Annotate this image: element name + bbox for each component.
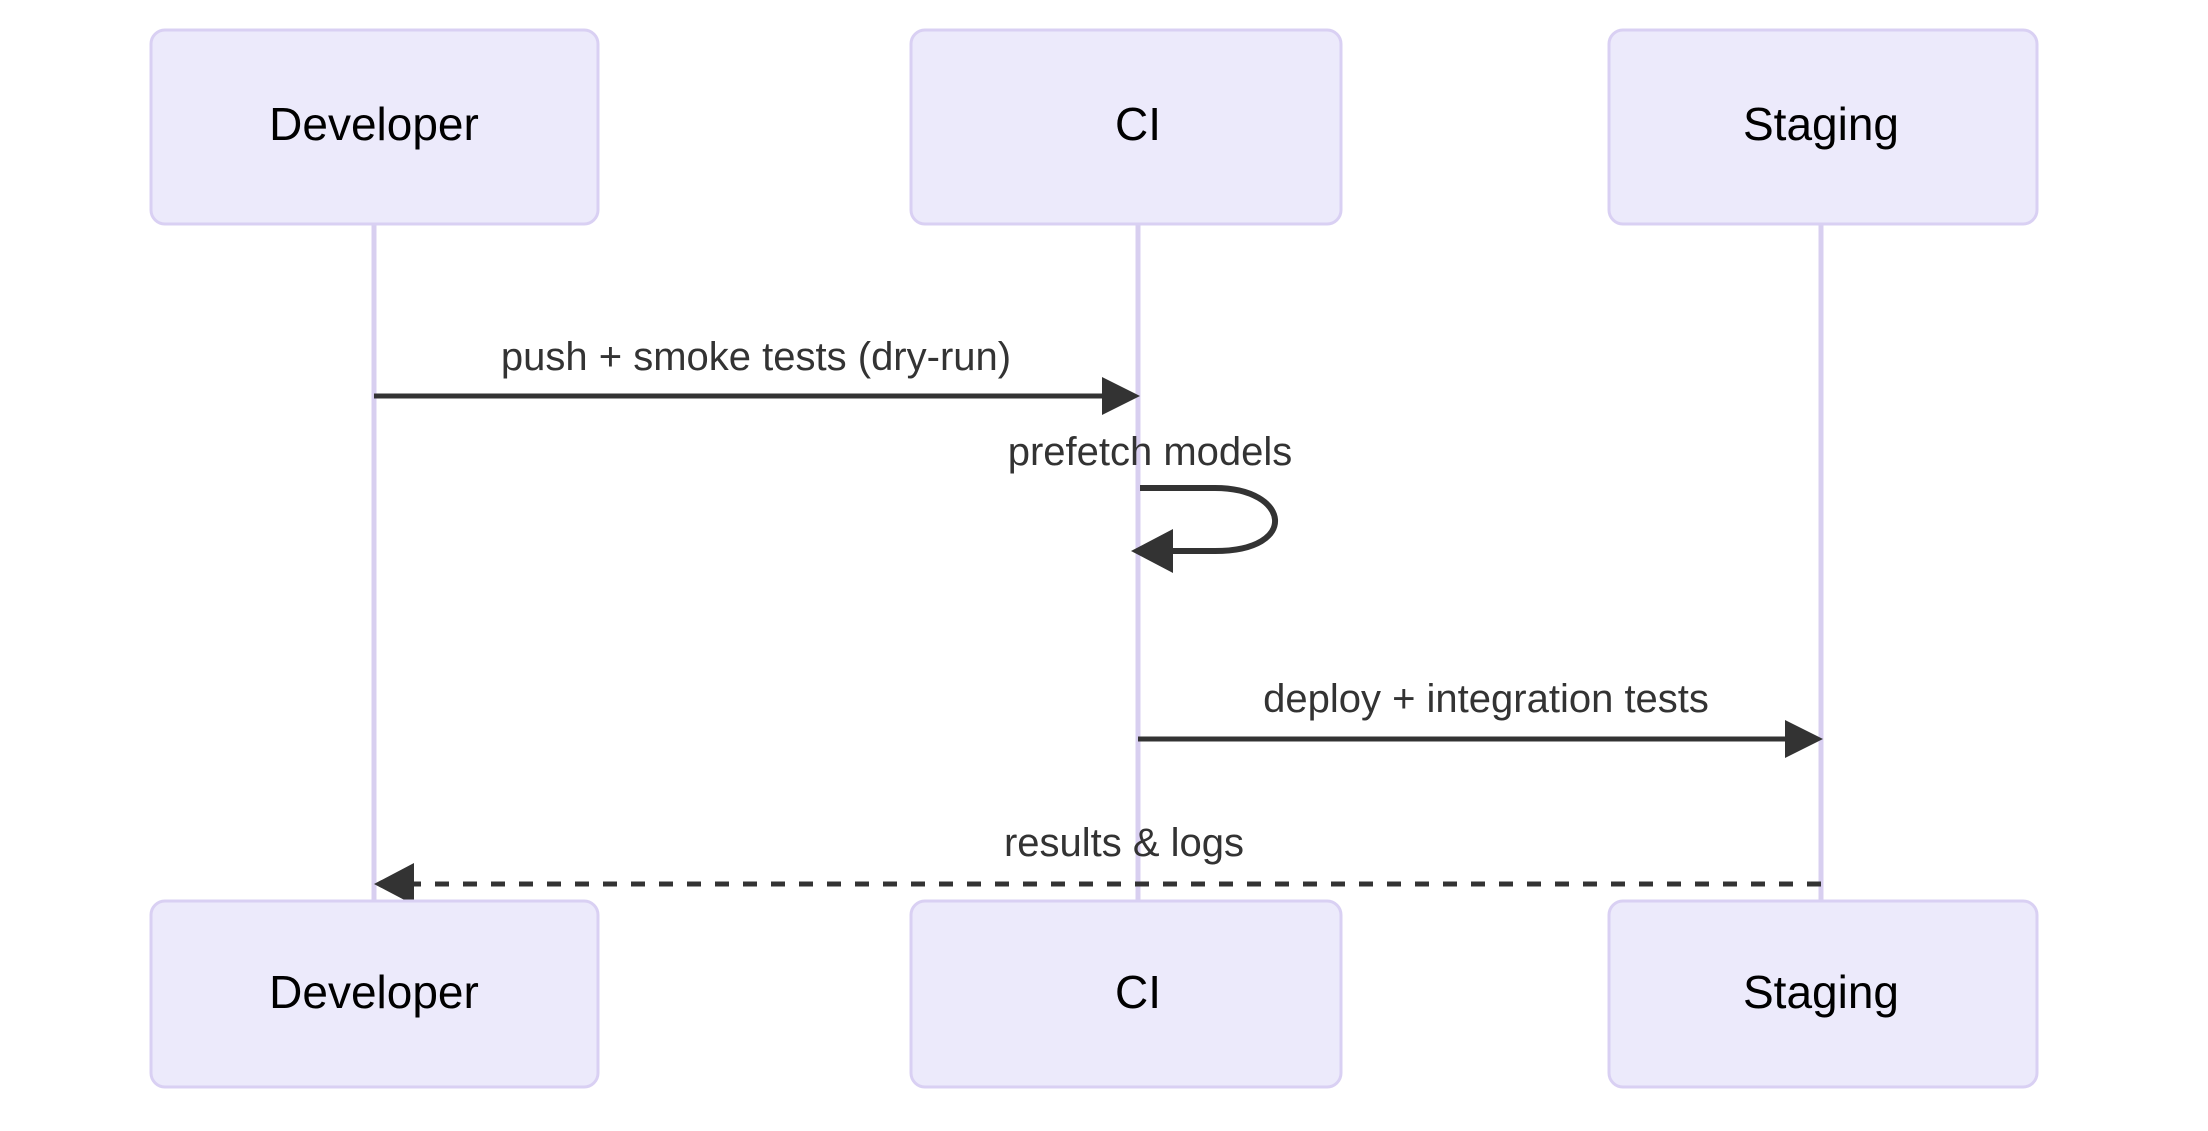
self-loop-path-prefetch-models xyxy=(1140,485,1278,554)
participant-box-rect xyxy=(149,28,600,226)
participant-box-rect xyxy=(149,899,600,1089)
lifelines-layer xyxy=(371,224,1824,901)
participant-label-developer-bottom: Developer xyxy=(269,966,479,1018)
message-push-smoke-tests[interactable]: push + smoke tests (dry-run) xyxy=(374,335,1140,415)
arrow-head-icon xyxy=(1785,720,1823,758)
participant-label-staging-top: Staging xyxy=(1743,98,1899,150)
message-deploy-integration-tests[interactable]: deploy + integration tests xyxy=(1138,677,1823,758)
message-label-deploy-integration-tests: deploy + integration tests xyxy=(1263,677,1709,721)
participant-box-rect xyxy=(909,899,1343,1089)
participant-developer-bottom[interactable]: Developer xyxy=(149,899,600,1089)
message-label-push-smoke-tests: push + smoke tests (dry-run) xyxy=(501,335,1011,379)
message-label-results-logs: results & logs xyxy=(1004,821,1244,865)
message-results-logs[interactable]: results & logs xyxy=(374,821,1821,905)
participant-label-ci-bottom: CI xyxy=(1115,966,1161,1018)
participant-developer-top[interactable]: Developer xyxy=(149,28,600,226)
participant-box-rect xyxy=(1607,28,2039,226)
arrow-head-icon xyxy=(1131,529,1173,573)
participant-label-developer-top: Developer xyxy=(269,98,479,150)
participant-label-staging-bottom: Staging xyxy=(1743,966,1899,1018)
participant-ci-bottom[interactable]: CI xyxy=(909,899,1343,1089)
participant-ci-top[interactable]: CI xyxy=(909,28,1343,226)
participant-box-rect xyxy=(909,28,1343,226)
arrow-head-icon xyxy=(1102,377,1140,415)
message-label-prefetch-models: prefetch models xyxy=(1008,430,1293,474)
arrow-head-icon xyxy=(374,863,414,905)
participant-staging-bottom[interactable]: Staging xyxy=(1607,899,2039,1089)
participant-label-ci-top: CI xyxy=(1115,98,1161,150)
message-prefetch-models[interactable]: prefetch models xyxy=(1008,430,1293,573)
participant-staging-top[interactable]: Staging xyxy=(1607,28,2039,226)
participant-box-rect xyxy=(1607,899,2039,1089)
